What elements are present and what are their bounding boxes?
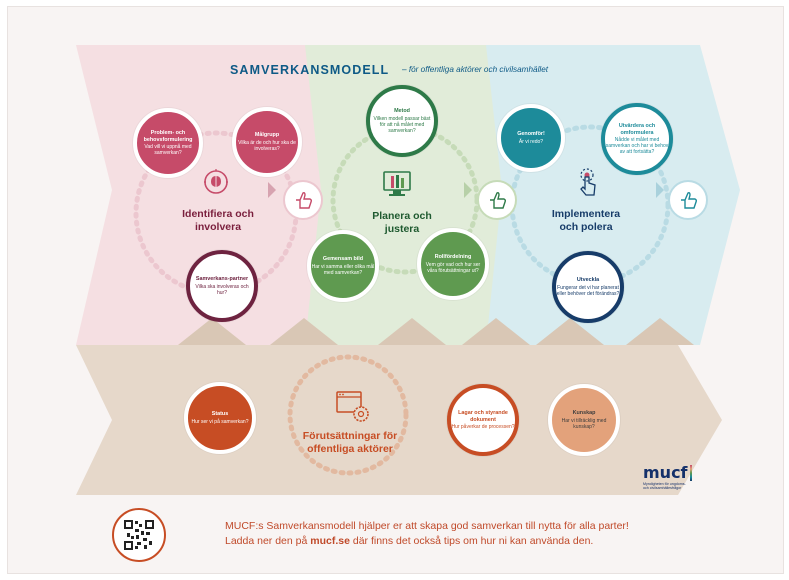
circle-partner-text: Vilka ska involveras och hur? — [195, 283, 249, 296]
foundation-up-arrows — [178, 318, 694, 345]
circle-problem: Problem- och behovsformulering Vad vill … — [133, 108, 203, 178]
footer-line-2-post: där finns det också tips om hur ni kan a… — [349, 535, 594, 547]
circle-problem-title: Problem- och behovsformulering — [143, 130, 193, 143]
footer-link[interactable]: mucf.se — [310, 535, 350, 547]
poster-subtitle: – för offentliga aktörer och civilsamhäl… — [402, 65, 549, 74]
circle-malgrupp: Målgrupp Vilka är de och hur ska de invo… — [232, 107, 302, 177]
connector-arrow-3 — [656, 182, 664, 198]
circle-kunskap-text: Har vi tillräcklig med kunskap? — [561, 417, 607, 430]
phase-label-identifiera: Identifiera och involvera — [182, 208, 254, 233]
brain-icon — [204, 169, 228, 194]
circle-malgrupp-title: Målgrupp — [254, 132, 280, 139]
circle-problem-text: Vad vill vi uppnå med samverkan? — [144, 143, 192, 156]
circle-status-text: Hur ser vi på samverkan? — [191, 418, 249, 425]
footer-line-1: MUCF:s Samverkansmodell hjälper er att s… — [225, 520, 629, 532]
poster-title: SAMVERKANSMODELL — [230, 63, 390, 77]
circle-lagar-text: Hur påverkar de processen? — [451, 423, 515, 430]
logo-sub-2: och civilsamhällesfrågor — [643, 486, 682, 491]
connector-arrow-1 — [268, 182, 276, 198]
circle-gemensam: Gemensam bild Har vi samma eller olika m… — [307, 230, 379, 302]
gear-document-icon — [336, 391, 369, 422]
circle-lagar-title: Lagar och styrande dokument — [458, 410, 508, 423]
circle-partner-title: Samverkans-partner — [195, 276, 249, 283]
hand-touch-icon — [580, 168, 596, 196]
circle-gemensam-text: Har vi samma eller olika mål med samverk… — [311, 263, 375, 276]
thumbs-up-icon — [283, 180, 323, 220]
circle-genomfor-title: Genomför! — [517, 131, 545, 138]
circle-status: Status Hur ser vi på samverkan? — [184, 382, 256, 454]
footer-line-2-pre: Ladda ner den på — [225, 535, 311, 547]
circle-utveckla-text: Fungerar det vi har planerat eller behöv… — [556, 284, 620, 297]
circle-kunskap-title: Kunskap — [572, 410, 596, 417]
circle-utveckla: Utveckla Fungerar det vi har planerat el… — [552, 251, 624, 323]
logo-word: mucf — [643, 463, 688, 482]
circle-metod: Metod Vilken modell passar bäst för att … — [366, 85, 438, 157]
circle-roll: Rollfördelning Vem gör vad och hur ser v… — [417, 228, 489, 300]
phase-label-implementera: Implementera och polera — [551, 208, 621, 233]
qr-code-icon — [112, 508, 166, 562]
circle-genomfor-text: Är vi redo? — [518, 138, 544, 145]
cycle-ring-foundation — [287, 354, 409, 476]
circle-metod-title: Metod — [394, 108, 410, 115]
connector-arrow-2 — [464, 182, 472, 198]
circle-metod-text: Vilken modell passar bäst för att nå mål… — [373, 115, 431, 134]
circle-utvardera-text: Nådde vi målet med samverkan och har vi … — [605, 136, 669, 155]
circle-gemensam-title: Gemensam bild — [322, 256, 364, 263]
logo-bar — [689, 464, 692, 481]
circle-malgrupp-text: Vilka är de och hur ska de involveras? — [238, 139, 296, 152]
computer-tools-icon — [383, 171, 411, 196]
circle-utvardera-title: Utvärdera och omformulera — [618, 123, 656, 136]
foundation-band — [76, 345, 722, 495]
circle-genomfor: Genomför! Är vi redo? — [497, 104, 565, 172]
circle-utveckla-title: Utveckla — [576, 277, 600, 284]
circle-utvardera: Utvärdera och omformulera Nådde vi målet… — [601, 103, 673, 175]
circle-roll-text: Vem gör vad och hur ser våra förutsättni… — [425, 261, 481, 274]
thumbs-up-icon — [477, 180, 517, 220]
thumbs-up-icon — [668, 180, 708, 220]
circle-roll-title: Rollfördelning — [434, 254, 472, 261]
footer-line-2: Ladda ner den på mucf.se där finns det o… — [225, 534, 629, 549]
circle-lagar: Lagar och styrande dokument Hur påverkar… — [447, 384, 519, 456]
circle-status-title: Status — [211, 411, 229, 418]
mucf-logo: mucf Myndigheten för ungdoms- och civils… — [643, 463, 692, 490]
circle-kunskap: Kunskap Har vi tillräcklig med kunskap? — [548, 384, 620, 456]
foundation-label: Förutsättningar för offentliga aktörer — [302, 430, 398, 455]
phase-label-planera: Planera och justera — [372, 210, 432, 235]
footer-text: MUCF:s Samverkansmodell hjälper er att s… — [225, 519, 629, 549]
logo-sub-1: Myndigheten för ungdoms- — [643, 482, 686, 486]
circle-partner: Samverkans-partner Vilka ska involveras … — [186, 250, 258, 322]
